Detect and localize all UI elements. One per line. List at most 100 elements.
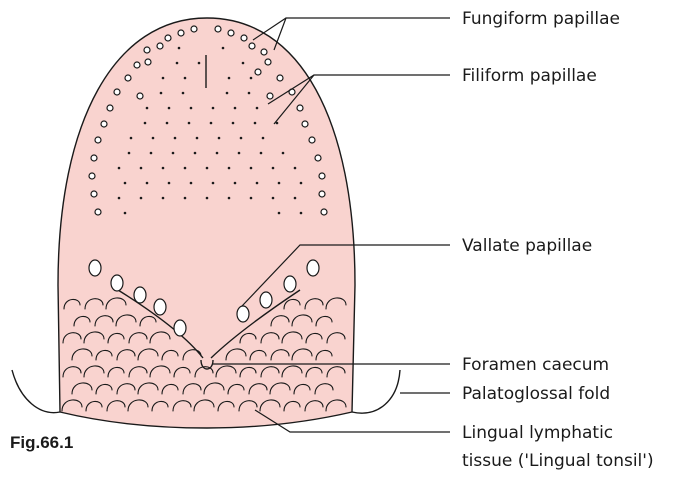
fungiform-papilla <box>114 89 120 95</box>
figure-label: Fig.66.1 <box>10 433 73 452</box>
filiform-papilla <box>218 137 221 140</box>
filiform-papilla <box>250 77 253 80</box>
filiform-papilla <box>248 92 251 95</box>
fungiform-papilla <box>91 191 97 197</box>
fungiform-papilla <box>101 121 107 127</box>
filiform-papilla <box>228 167 231 170</box>
filiform-papilla <box>194 152 197 155</box>
fungiform-papilla <box>107 105 113 111</box>
filiform-papilla <box>168 107 171 110</box>
filiform-papilla <box>232 122 235 125</box>
fungiform-papilla <box>297 105 303 111</box>
filiform-papilla <box>118 167 121 170</box>
filiform-papilla <box>262 137 265 140</box>
filiform-papilla <box>250 197 253 200</box>
fungiform-papilla <box>255 69 261 75</box>
filiform-papilla <box>124 212 127 215</box>
fungiform-papilla <box>165 35 171 41</box>
filiform-papilla <box>176 62 179 65</box>
filiform-papilla <box>226 92 229 95</box>
filiform-papilla <box>178 47 181 50</box>
label-fungiform-papillae: Fungiform papillae <box>462 9 620 29</box>
filiform-papilla <box>140 167 143 170</box>
filiform-papilla <box>146 182 149 185</box>
vallate-papilla <box>307 260 319 276</box>
filiform-papilla <box>152 137 155 140</box>
filiform-papilla <box>184 167 187 170</box>
fungiform-papilla <box>319 173 325 179</box>
vallate-papilla <box>174 320 186 336</box>
filiform-papilla <box>278 182 281 185</box>
filiform-papilla <box>278 212 281 215</box>
filiform-papilla <box>146 107 149 110</box>
fungiform-papilla <box>309 137 315 143</box>
fungiform-papilla <box>144 47 150 53</box>
filiform-papilla <box>130 137 133 140</box>
filiform-papilla <box>294 197 297 200</box>
fungiform-papilla <box>125 75 131 81</box>
fungiform-papilla <box>241 35 247 41</box>
palatoglossal-fold-left <box>12 370 60 413</box>
filiform-papilla <box>240 137 243 140</box>
label-vallate-papillae: Vallate papillae <box>462 236 592 256</box>
filiform-papilla <box>228 197 231 200</box>
fungiform-papilla <box>157 43 163 49</box>
filiform-papilla <box>190 182 193 185</box>
vallate-papilla <box>284 276 296 292</box>
filiform-papilla <box>188 122 191 125</box>
filiform-papilla <box>162 77 165 80</box>
label-foramen-caecum: Foramen caecum <box>462 355 609 375</box>
filiform-papilla <box>212 182 215 185</box>
filiform-papilla <box>242 62 245 65</box>
foramen-caecum <box>201 360 213 369</box>
vallate-papilla <box>154 299 166 315</box>
fungiform-papilla <box>302 121 308 127</box>
filiform-papilla <box>182 92 185 95</box>
filiform-papilla <box>238 152 241 155</box>
filiform-papilla <box>234 182 237 185</box>
fungiform-papilla <box>321 209 327 215</box>
filiform-papilla <box>222 47 225 50</box>
fungiform-papilla <box>191 26 197 32</box>
filiform-papilla <box>184 197 187 200</box>
filiform-papilla <box>118 197 121 200</box>
filiform-papilla <box>282 152 285 155</box>
label-filiform-papillae: Filiform papillae <box>462 66 597 86</box>
filiform-papilla <box>254 122 257 125</box>
filiform-papilla <box>150 152 153 155</box>
fungiform-papilla <box>228 30 234 36</box>
filiform-papilla <box>234 107 237 110</box>
filiform-papilla <box>272 197 275 200</box>
filiform-papilla <box>174 137 177 140</box>
fungiform-papilla <box>91 155 97 161</box>
filiform-papilla <box>172 152 175 155</box>
fungiform-papilla <box>249 43 255 49</box>
filiform-papilla <box>196 137 199 140</box>
vallate-papilla <box>111 275 123 291</box>
filiform-papilla <box>206 167 209 170</box>
filiform-papilla <box>256 107 259 110</box>
palatoglossal-fold-right <box>352 370 400 413</box>
fungiform-papilla <box>134 62 140 68</box>
filiform-papilla <box>206 197 209 200</box>
filiform-papilla <box>166 122 169 125</box>
fungiform-papilla <box>137 93 143 99</box>
fungiform-papilla <box>277 75 283 81</box>
filiform-papilla <box>300 212 303 215</box>
filiform-papilla <box>260 152 263 155</box>
fungiform-papilla <box>315 155 321 161</box>
filiform-papilla <box>144 122 147 125</box>
fungiform-papilla <box>215 26 221 32</box>
fungiform-papilla <box>261 49 267 55</box>
fungiform-papilla <box>89 173 95 179</box>
vallate-papilla <box>260 292 272 308</box>
filiform-papilla <box>190 107 193 110</box>
filiform-papilla <box>140 197 143 200</box>
label-palatoglossal-fold: Palatoglossal fold <box>462 384 610 404</box>
filiform-papilla <box>160 92 163 95</box>
filiform-papilla <box>184 77 187 80</box>
vallate-papilla <box>237 306 249 322</box>
filiform-papilla <box>256 182 259 185</box>
filiform-papilla <box>250 167 253 170</box>
